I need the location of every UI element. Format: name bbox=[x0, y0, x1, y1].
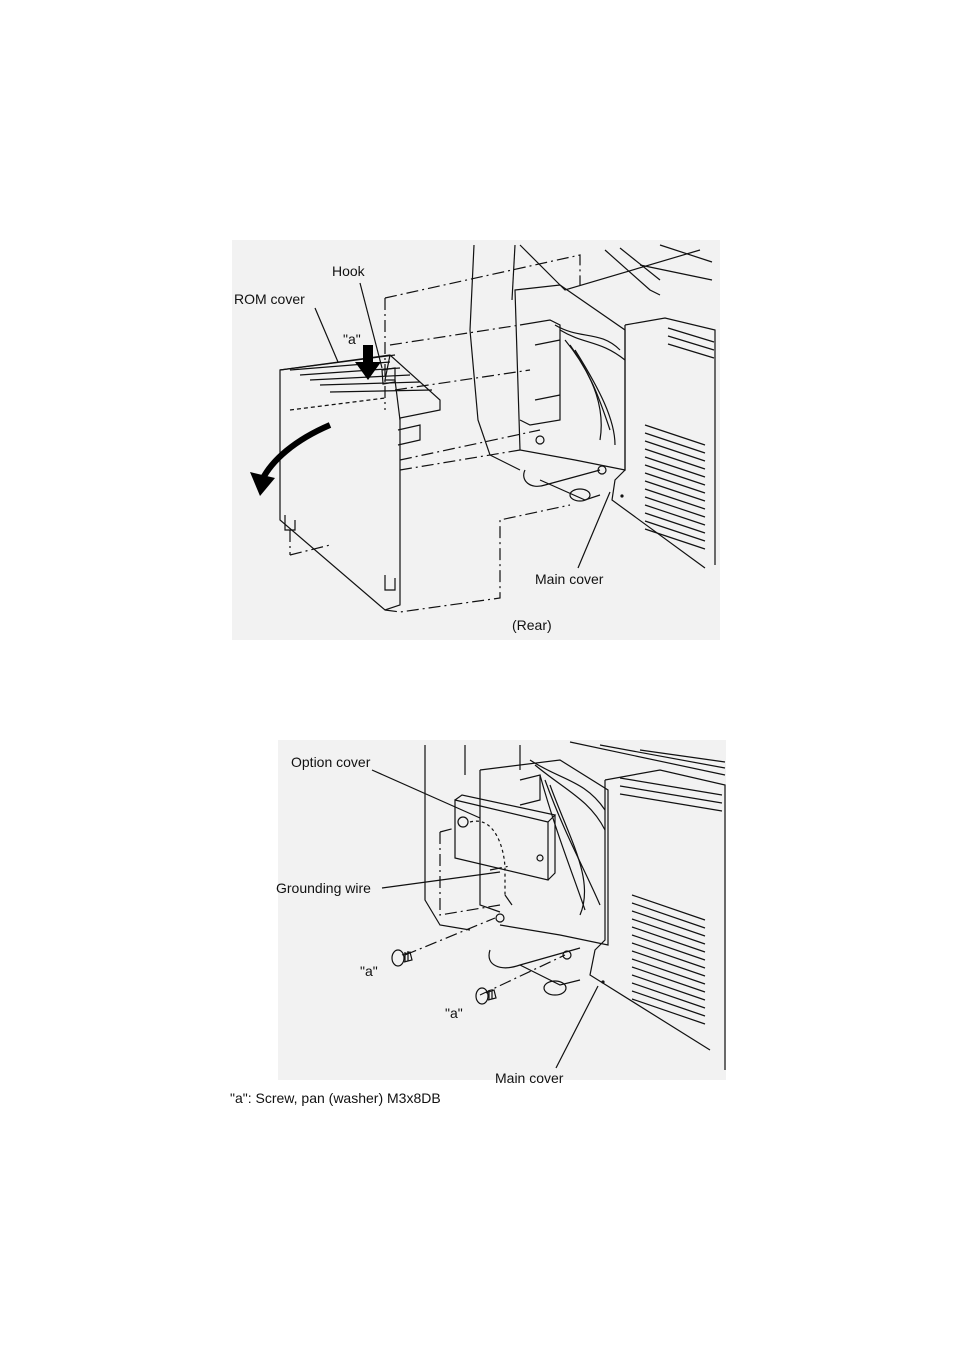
main-cover-label-2: Main cover bbox=[495, 1070, 563, 1086]
grounding-wire-label: Grounding wire bbox=[276, 880, 371, 896]
screw-ref-label-2: "a" bbox=[445, 1005, 463, 1021]
screw-ref-label-1: "a" bbox=[360, 963, 378, 979]
figure2-backdrop bbox=[278, 740, 726, 1080]
screw-legend: "a": Screw, pan (washer) M3x8DB bbox=[230, 1090, 441, 1106]
option-cover-label: Option cover bbox=[291, 754, 370, 770]
